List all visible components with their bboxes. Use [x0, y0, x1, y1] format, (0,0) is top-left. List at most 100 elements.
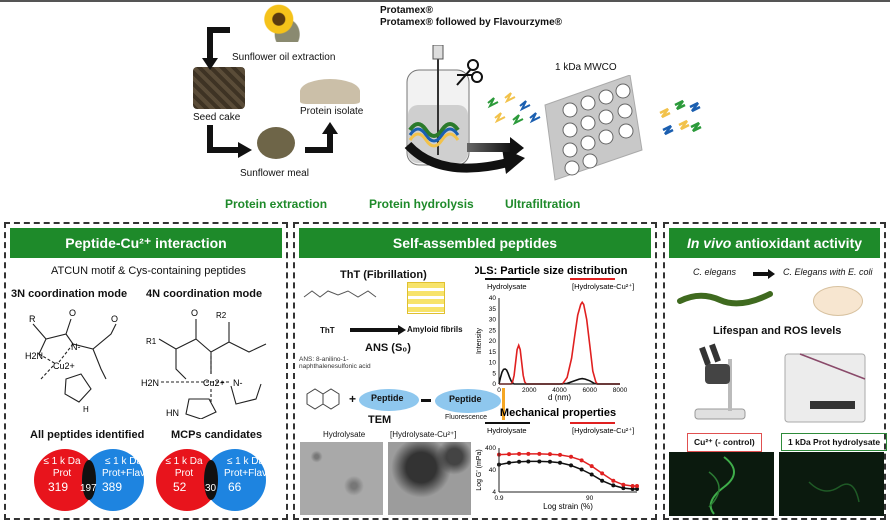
tem-image-hydrolysate-cu	[388, 442, 471, 515]
scissors-icon	[456, 59, 483, 86]
venn-mcp-right-label: ≤ 1 k Da Prot+Flav	[223, 456, 268, 479]
chem-h2n-2: H2N	[141, 378, 159, 388]
tht-molecule	[303, 290, 377, 298]
data-point	[611, 478, 616, 483]
data-point	[558, 452, 563, 457]
arrow-head	[510, 137, 524, 159]
x-tick-label: 8000	[613, 387, 628, 394]
venn-mcp-right-count: 66	[228, 480, 242, 494]
data-point	[547, 459, 552, 464]
tht-label: ThT	[320, 326, 335, 335]
legend-label: [Hydrolysate-Cu²⁺]	[572, 282, 634, 291]
process-arrows	[202, 27, 338, 158]
data-point	[589, 464, 594, 469]
panel-self-assembled: Self-assembled peptides ThT (Fibrillatio…	[293, 222, 657, 520]
venn-mcp-left-count: 52	[173, 480, 187, 494]
series-line	[498, 460, 637, 490]
y-tick-label: 400	[485, 445, 496, 452]
arrow-head	[398, 325, 406, 335]
y-tick-label: 0	[492, 381, 496, 388]
arrow-to-isolate	[305, 132, 333, 153]
petri-dish-icon	[813, 286, 863, 316]
chem-h: H	[83, 405, 89, 414]
data-point	[526, 451, 531, 456]
tht-arrow	[350, 328, 400, 332]
panel-in-vivo: In vivo antioxidant activity C. elegans …	[663, 222, 888, 520]
data-point	[507, 460, 512, 465]
oil-extraction-label: Sunflower oil extraction	[232, 52, 336, 63]
chem-hn: HN	[166, 408, 179, 418]
y-axis-label: Log G' (mPa)	[476, 449, 483, 490]
amyloid-fibrils-icon	[407, 282, 445, 314]
control-label: Cu²⁺ (- control)	[687, 433, 762, 452]
mwco-label: 1 kDa MWCO	[555, 62, 617, 73]
x-axis-label: Log strain (%)	[543, 502, 593, 511]
step-hydrolysis: Protein hydrolysis	[369, 197, 474, 211]
tht-title: ThT (Fibrillation)	[340, 269, 427, 281]
sunflower-image	[262, 4, 304, 42]
plate-reader-icon	[784, 353, 866, 423]
ans-title: ANS (S₀)	[365, 342, 411, 354]
data-point	[635, 483, 639, 488]
subtitle: ATCUN motif & Cys-containing peptides	[51, 265, 246, 277]
chem-n-2: N-	[233, 378, 243, 388]
chart-title: DLS: Particle size distribution	[475, 265, 628, 277]
data-point	[517, 459, 522, 464]
series-line	[499, 300, 620, 385]
fluorescence-arrow	[502, 388, 505, 420]
venn-all-right-label: ≤ 1 k Da Prot+Flav	[101, 456, 146, 479]
treated-label: 1 kDa Prot hydrolysate	[781, 433, 888, 451]
tem-right-label: [Hydrolysate-Cu²⁺]	[390, 430, 457, 439]
protein-isolate-label: Protein isolate	[300, 106, 364, 117]
peptide-blob-2	[435, 389, 501, 413]
ans-molecule	[306, 388, 340, 410]
filter-membrane-icon	[544, 75, 643, 181]
arrow-to-seed-cake	[207, 27, 230, 60]
chem-o3: O	[191, 308, 198, 318]
data-point	[569, 463, 574, 468]
c-elegans-ecoli-label: C. Elegans with E. coli	[783, 267, 873, 277]
peptide-blob-1	[359, 389, 419, 411]
data-point	[517, 451, 522, 456]
chem-r: R	[29, 314, 36, 324]
y-tick-label: 15	[489, 349, 497, 356]
lifespan-title: Lifespan and ROS levels	[713, 325, 842, 337]
data-point	[600, 471, 605, 476]
panel-title: In vivo antioxidant activity	[669, 228, 880, 258]
y-tick-label: 4	[492, 489, 496, 496]
tem-left-label: Hydrolysate	[323, 430, 366, 439]
series-line	[498, 368, 620, 385]
y-tick-label: 40	[489, 467, 497, 474]
fluorescence-label: Fluorescence	[445, 414, 488, 421]
data-point	[507, 452, 512, 457]
fluorescence-image-treated	[779, 452, 884, 516]
charts-area: DLS: Particle size distributionHydrolysa…	[475, 265, 639, 511]
data-point	[558, 460, 563, 465]
legend-label: Hydrolysate	[487, 282, 527, 291]
x-axis-label: d (nm)	[548, 393, 571, 402]
data-point	[600, 478, 605, 483]
legend-label: [Hydrolysate-Cu²⁺]	[572, 426, 634, 435]
elegans-arrow	[753, 272, 769, 276]
plus-sign: +	[349, 392, 357, 406]
worm-icon	[677, 291, 773, 307]
data-point	[537, 459, 542, 464]
amyloid-label: Amyloid fibrils	[407, 325, 463, 334]
data-point	[611, 483, 616, 488]
chem-o2: O	[111, 314, 118, 324]
y-tick-label: 20	[489, 338, 497, 345]
peptide-label-1: Peptide	[371, 393, 404, 403]
enzyme-2: Protamex® followed by Flavourzyme®	[380, 17, 563, 28]
y-tick-label: 30	[489, 317, 497, 324]
chem-cu-2: Cu2+	[203, 378, 225, 388]
venn-all-right-count: 389	[102, 480, 123, 494]
sunflower-meal-label: Sunflower meal	[240, 168, 309, 179]
y-axis-label: Intensity	[476, 327, 483, 354]
chemical-structures: R O O H2N N- Cu2+ H R1 R2 O H2N Cu2+ N- …	[25, 308, 267, 419]
venn-all-title: All peptides identified	[30, 429, 145, 441]
y-tick-label: 40	[489, 295, 497, 302]
panel-title: Peptide-Cu²⁺ interaction	[10, 228, 282, 258]
hydrolysis-arrow	[404, 141, 525, 174]
x-tick-label: 4000	[552, 387, 567, 394]
y-tick-label: 5	[492, 370, 496, 377]
